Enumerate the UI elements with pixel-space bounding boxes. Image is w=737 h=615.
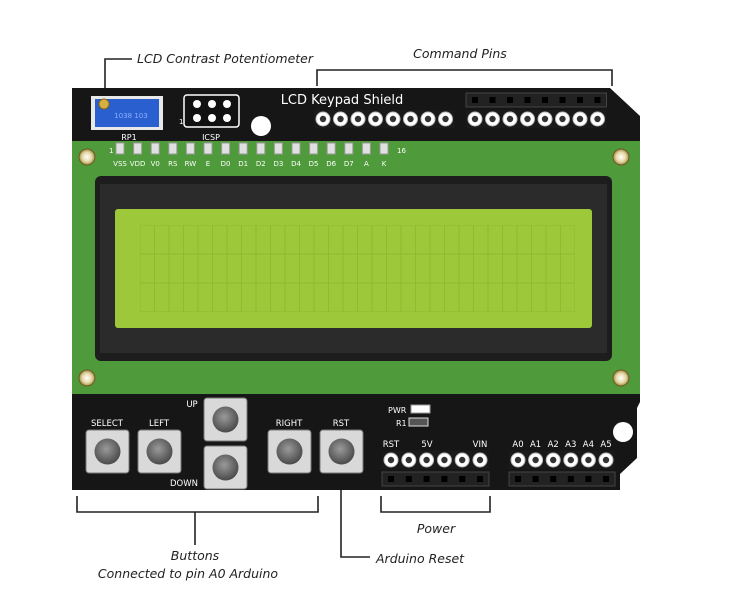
lcd-pin-label-d4: D4 <box>291 160 301 168</box>
lcd-pin-pad <box>115 142 125 155</box>
pwr-led-label: PWR <box>388 406 407 415</box>
buttons-label: Buttons <box>171 548 220 563</box>
analog-pin-label-a1: A1 <box>530 440 541 450</box>
command-header-left <box>314 110 455 128</box>
icsp-header <box>183 94 240 128</box>
pin-end-label: 16 <box>397 147 406 155</box>
lcd-pin-pad <box>238 142 248 155</box>
power-pin-labels: RST 5V VIN <box>383 440 488 450</box>
power-socket-strip <box>381 471 490 487</box>
board-title: LCD Keypad Shield <box>281 93 404 108</box>
reset-callout-line <box>340 476 370 558</box>
right-button-label: RIGHT <box>276 419 303 429</box>
pwr-led <box>410 404 431 414</box>
contrast-potentiometer: 1038 103 <box>91 96 163 130</box>
command-header-right <box>466 110 607 128</box>
analog-pin-label-a3: A3 <box>565 440 576 450</box>
contrast-callout-label: LCD Contrast Potentiometer <box>137 51 314 66</box>
lcd-pin-label-d0: D0 <box>221 160 231 168</box>
power-header <box>381 451 490 487</box>
r1-resistor <box>408 417 429 427</box>
command-socket-strip-top <box>465 92 607 108</box>
power-pin-label-vin: VIN <box>473 440 488 450</box>
select-button[interactable] <box>85 429 130 474</box>
lcd-pin-pad <box>326 142 336 155</box>
analog-pin-label-a0: A0 <box>512 440 523 450</box>
lcd-pin-label-a: A <box>364 160 369 168</box>
icsp-pin1-label: 1 <box>179 118 183 126</box>
power-pin-header <box>382 451 489 469</box>
power-label: Power <box>417 521 456 536</box>
lcd-pin-label-vdd: VDD <box>130 160 146 168</box>
lcd-pin-label-d6: D6 <box>326 160 336 168</box>
lcd-pin-pad <box>344 142 354 155</box>
rst-button-label: RST <box>333 419 350 429</box>
analog-socket-strip <box>508 471 616 487</box>
up-button-label: UP <box>186 400 197 410</box>
board-mounting-hole-right <box>613 422 633 442</box>
analog-pin-label-a2: A2 <box>548 440 559 450</box>
buttons-bracket <box>76 496 319 513</box>
lcd-pin-pad <box>291 142 301 155</box>
lcd-pin-pad <box>361 142 371 155</box>
reset-button[interactable] <box>319 429 364 474</box>
lcd-pin-pad <box>150 142 160 155</box>
contrast-callout-line <box>104 58 132 99</box>
icsp-label: ICSP <box>202 133 220 142</box>
analog-pin-label-a4: A4 <box>583 440 594 450</box>
r1-label: R1 <box>396 419 407 428</box>
buttons-sublabel: Connected to pin A0 Arduino <box>98 566 279 581</box>
lcd-pin-label-e: E <box>206 160 210 168</box>
left-button-label: LEFT <box>149 419 170 429</box>
lcd-character-grid <box>140 225 575 312</box>
lcd-pin-label-d3: D3 <box>273 160 283 168</box>
analog-pin-labels: A0 A1 A2 A3 A4 A5 <box>512 440 611 450</box>
lcd-pin-pad <box>133 142 143 155</box>
lcd-pin-label-rs: RS <box>168 160 178 168</box>
lcd-pin-pad <box>221 142 231 155</box>
rp1-label: RP1 <box>121 133 136 142</box>
lcd-pin-label-v0: V0 <box>151 160 160 168</box>
reset-callout-label: Arduino Reset <box>375 551 465 566</box>
lcd-pin-pad <box>379 142 389 155</box>
lcd-pin-label-d7: D7 <box>344 160 354 168</box>
mounting-holes <box>78 148 630 387</box>
lcd-pin-pads <box>115 142 389 155</box>
lcd-pin-pad <box>168 142 178 155</box>
lcd-pin-label-d5: D5 <box>309 160 319 168</box>
up-button[interactable] <box>203 397 248 442</box>
analog-header <box>508 451 616 487</box>
lcd-pin-pad <box>273 142 283 155</box>
callout-lines <box>76 58 613 558</box>
power-pin-label-5v: 5V <box>421 440 432 450</box>
down-button-label: DOWN <box>170 479 198 489</box>
left-button[interactable] <box>137 429 182 474</box>
power-pin-label-rst: RST <box>383 440 400 450</box>
lcd-pin-pad <box>256 142 266 155</box>
command-pins-bracket <box>316 69 613 86</box>
board-mounting-hole-top <box>251 116 271 136</box>
lcd-pin-pad <box>309 142 319 155</box>
analog-pin-header <box>509 451 615 469</box>
lcd-pin-label-rw: RW <box>185 160 197 168</box>
lcd-pin-pad <box>185 142 195 155</box>
down-button[interactable] <box>203 445 248 490</box>
pin-start-label: 1 <box>109 147 113 155</box>
lcd-pin-label-k: K <box>382 160 387 168</box>
lcd-pin-pad <box>203 142 213 155</box>
analog-pin-label-a5: A5 <box>600 440 611 450</box>
right-button[interactable] <box>267 429 312 474</box>
pot-marking: 1038 103 <box>114 112 147 120</box>
command-pins-label: Command Pins <box>413 46 507 61</box>
lcd-pin-label-d2: D2 <box>256 160 266 168</box>
lcd-pin-label-vss: VSS <box>113 160 127 168</box>
command-pin-headers <box>314 92 607 128</box>
power-bracket <box>380 496 491 513</box>
lcd-pin-label-d1: D1 <box>238 160 248 168</box>
select-button-label: SELECT <box>91 419 124 429</box>
